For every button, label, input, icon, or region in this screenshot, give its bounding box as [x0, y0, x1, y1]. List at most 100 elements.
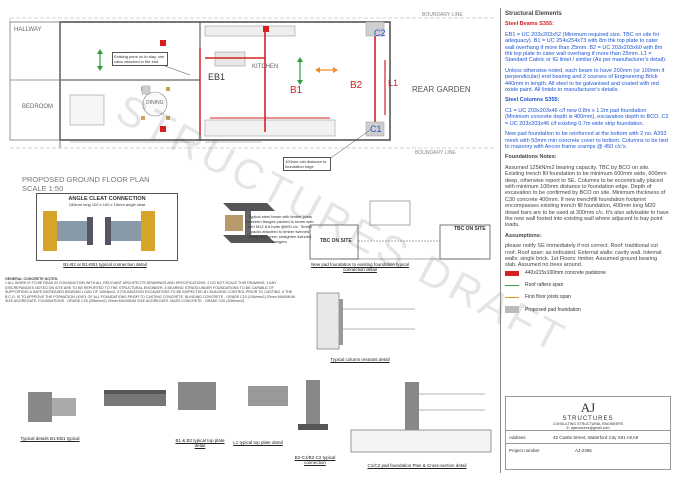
padstone [160, 126, 166, 132]
leader-line [324, 129, 371, 163]
beam-flange [223, 203, 275, 211]
column-restraint-detail [316, 292, 415, 350]
angle-cleat-title: ANGLE CLEAT CONNECTION [68, 196, 146, 202]
dining-table [142, 91, 168, 117]
new-pad-detail [309, 200, 491, 260]
rafter-swatch [505, 284, 519, 286]
logo-mark: AJ [580, 400, 596, 415]
pad-foundation [365, 121, 385, 137]
b1-b2-top-detail [104, 390, 166, 406]
cleat-3d-detail [28, 392, 76, 422]
rafter-arrowhead [97, 49, 103, 54]
address-value: 42 Castle Street, Waterford City X91 AKA… [553, 434, 639, 440]
assumptions-body: please notify SE immediately if not corr… [505, 243, 662, 269]
legend: 440x215x100mm concrete padstone Roof raf… [505, 270, 669, 319]
pad-note: New pad foundation to be reinforced at t… [505, 131, 668, 150]
general-notes: GENERAL CONCRETE NOTES: 1 ALL WORK IS TO… [5, 277, 295, 303]
legend-item: Proposed pad foundation [505, 306, 669, 313]
cleat [57, 221, 87, 241]
pad-section-detail [350, 382, 492, 453]
notes-title: Structural Elements [505, 11, 562, 17]
general-notes-body: 1 ALL WORK IS TO BE READ IN CONJUNCTION … [5, 281, 296, 304]
beam-flange [223, 235, 275, 243]
tbc-label-2: TBC ON SITE [454, 226, 486, 232]
foundations-body: Assumed 125kN/m2 bearing capacity. TBC b… [505, 164, 669, 229]
l1-detail [248, 386, 288, 406]
lintel-label-l1: L1 [388, 78, 399, 88]
legend-label: Proposed pad foundation [525, 306, 581, 313]
leader-line [164, 65, 191, 76]
hallway-wall [9, 21, 61, 141]
floor-plan [9, 17, 495, 163]
address-label: Address [509, 434, 526, 440]
pad-foundation [365, 21, 385, 37]
beam-section [43, 211, 57, 251]
beam-web [245, 211, 251, 235]
pad-swatch [505, 306, 519, 313]
caption-restraint: Typical column restraint detail [330, 357, 390, 362]
caption-pad: C1/C2 pad foundation Plan & Cross-sectio… [367, 463, 467, 468]
kitchen-units [204, 25, 296, 37]
note-box [369, 200, 411, 226]
legend-label: 440x215x100mm concrete padstone [525, 270, 606, 276]
bed [69, 94, 105, 126]
project-value: AJ-2355 [575, 447, 592, 453]
caption-beam-timber: Typical steel beam with timber joists be… [246, 214, 314, 244]
legend-label: First floor joists span [525, 294, 571, 300]
plan-title: PROPOSED GROUND FLOOR PLAN [22, 175, 150, 184]
company-email: E: ajstructures@gmail.com [566, 426, 610, 430]
steel-section [178, 382, 216, 410]
pad-concrete [350, 429, 492, 453]
room-label-dining: DINING [146, 100, 164, 106]
column [316, 292, 340, 350]
legend-item: Roof rafters span [505, 282, 669, 288]
pier-note: Existing piers ok to stay, see calcs att… [112, 52, 168, 66]
beam-end [28, 392, 52, 422]
legend-item: 440x215x100mm concrete padstone [505, 270, 669, 276]
padstone [263, 26, 269, 32]
beams-spec: EB1 = UC 203x203x52 (Minimum required si… [505, 31, 667, 64]
notes-panel: Structural Elements Steel Beams S355: EB… [500, 8, 673, 473]
distance-note: 100mm min distance to foundation edge [283, 157, 331, 171]
legend-label: Roof rafters span [525, 282, 564, 288]
angle-cleat-detail: ANGLE CLEAT CONNECTION 150mm long 100 x … [36, 193, 178, 261]
room-label-hallway: HALLWAY [14, 27, 42, 33]
caption-b1-b2-top: B1 & B2 typical top plate detail [175, 438, 225, 448]
timber-pack [225, 215, 243, 231]
beams-heading: Steel Beams S355: [505, 21, 554, 28]
angle-cleat-subtitle: 150mm long 100 x 100 x 10mm angle cleat [68, 202, 146, 207]
assumptions-heading: Assumptions: [505, 232, 542, 239]
caption-cleat: Typical details B1-EB1 typical [20, 436, 80, 441]
beam-label-b1: B1 [290, 85, 303, 96]
chair [166, 116, 170, 120]
room-label-rear-garden: REAR GARDEN [412, 85, 471, 94]
cleat-plate [52, 398, 76, 416]
boundary-label-top: BOUNDARY LINE [422, 12, 463, 18]
legend-item: First floor joists span [505, 294, 669, 300]
web-plate [87, 217, 93, 245]
title-block: AJ STRUCTURES CONSULTING STRUCTURAL ENGI… [505, 396, 671, 470]
beam-section [141, 211, 155, 251]
cleat [111, 221, 141, 241]
top-plate [104, 390, 166, 394]
company-logo: AJ STRUCTURES CONSULTING STRUCTURAL ENGI… [506, 397, 670, 430]
room-label-kitchen: KITCHEN [252, 64, 279, 70]
beam-side [104, 394, 166, 406]
column [405, 382, 419, 430]
caption-c1-c2-base: B2-C1/B2-C2 typical connection [294, 455, 336, 465]
caption-l1-top: L1 typical top plate detail [233, 440, 283, 445]
column-label-c1: C1 [370, 124, 382, 134]
tbc-label-1: TBC ON SITE [320, 238, 352, 244]
general-notes-title: GENERAL CONCRETE NOTES: [5, 277, 59, 281]
kitchen-worktop [204, 119, 336, 137]
chair [141, 116, 145, 120]
pad-foundation [141, 85, 151, 95]
rafter-arrowhead [97, 66, 103, 71]
plan-scale: SCALE 1:50 [22, 184, 64, 193]
cramp [339, 299, 343, 345]
column-stub [306, 380, 320, 426]
web-plate [105, 217, 111, 245]
rafter-arrowhead [297, 57, 303, 62]
column-label-c2: C2 [374, 28, 386, 38]
